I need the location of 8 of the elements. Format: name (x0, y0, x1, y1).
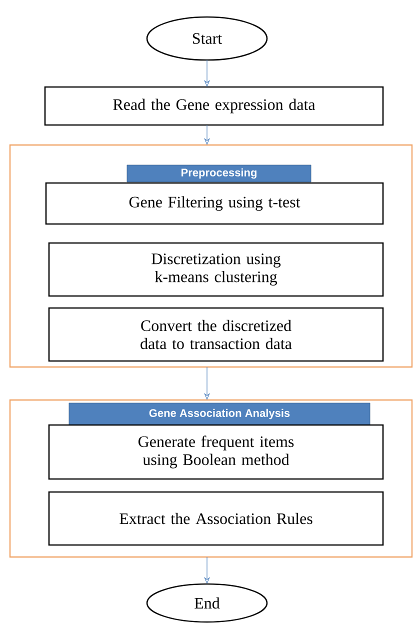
process-box: Extract the Association Rules (48, 491, 384, 546)
process-box: Gene Filtering using t-test (45, 182, 384, 225)
process-box: Generate frequent items using Boolean method (48, 424, 384, 480)
process-box: Discretization using k-means clustering (48, 242, 384, 297)
process-box: Convert the discretized data to transaction data (48, 307, 384, 362)
process-box: Read the Gene expression data (44, 86, 384, 126)
section-tab: Gene Association Analysis (68, 402, 370, 426)
section-tab: Preprocessing (126, 164, 312, 182)
